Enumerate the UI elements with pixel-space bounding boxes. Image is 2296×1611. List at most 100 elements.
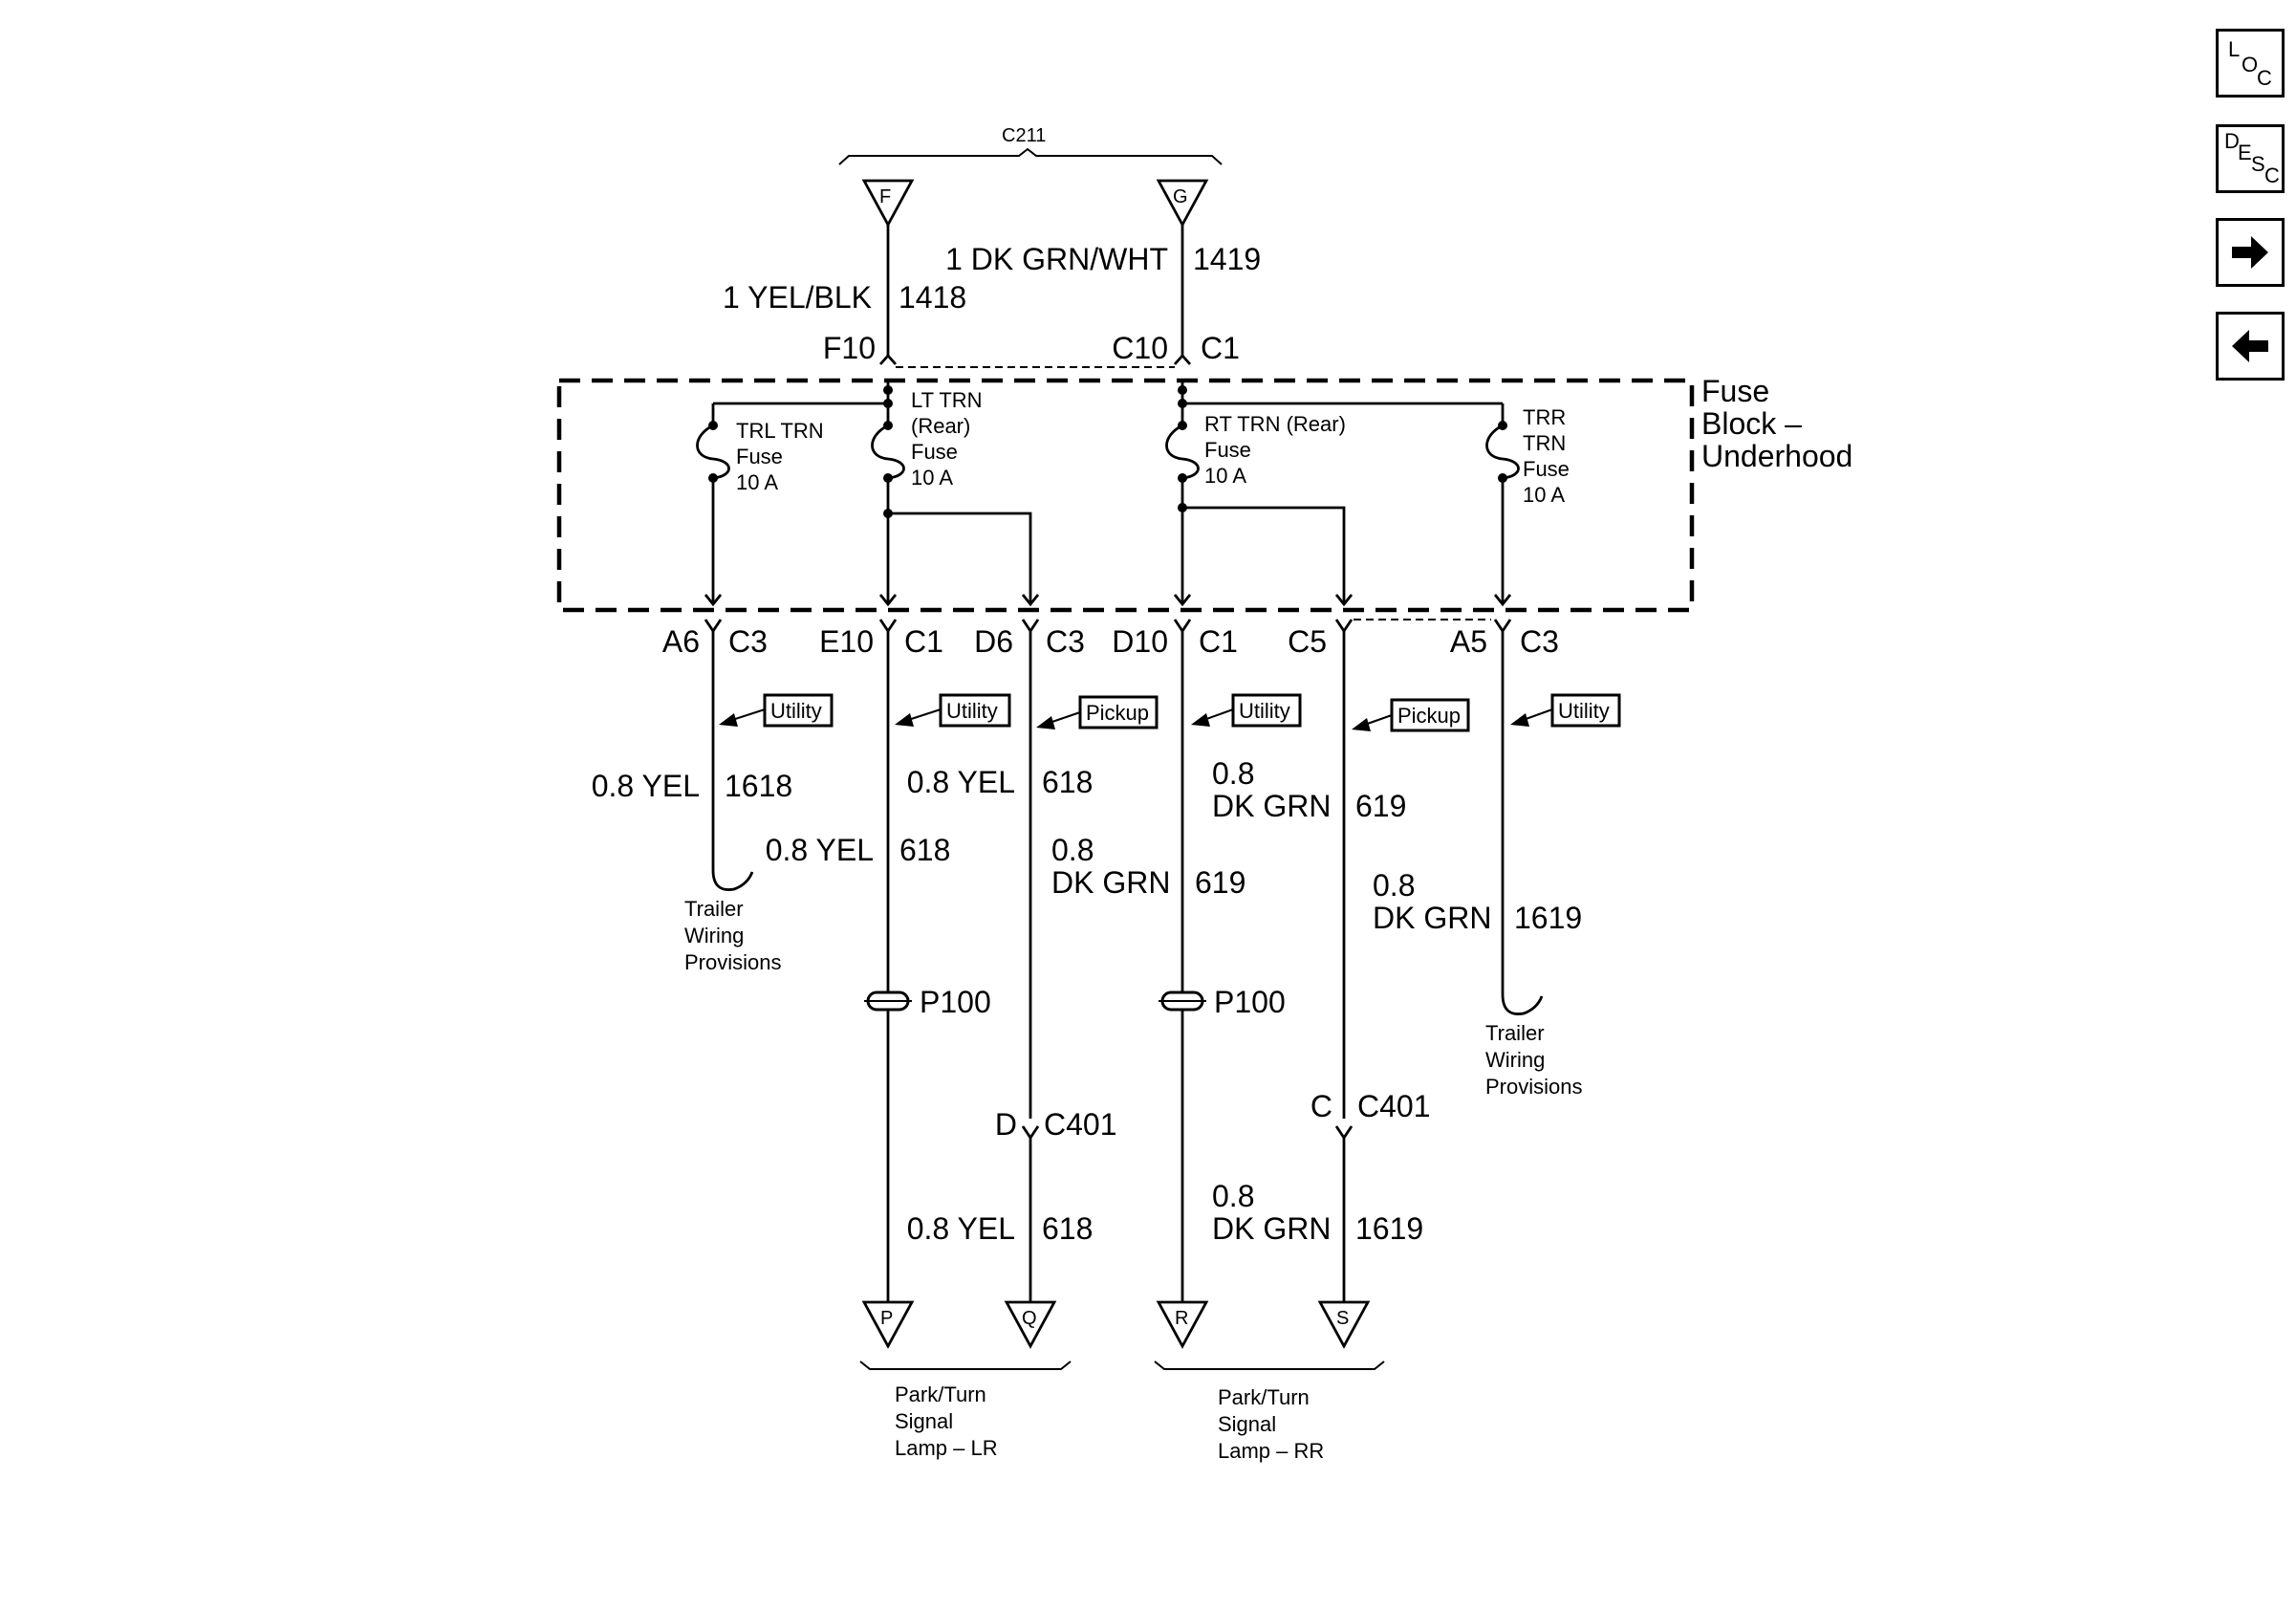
connector-c211-label: C211 — [1002, 125, 1046, 146]
svg-text:LT TRN: LT TRN — [911, 388, 983, 412]
connector-c1-d10: C1 — [1199, 624, 1238, 659]
svg-text:Signal: Signal — [1218, 1412, 1276, 1436]
svg-text:10 A: 10 A — [1204, 464, 1246, 488]
svg-text:DK GRN: DK GRN — [1051, 865, 1170, 900]
svg-text:Trailer: Trailer — [1485, 1021, 1545, 1045]
svg-text:Provisions: Provisions — [1485, 1075, 1582, 1099]
fuse-trr-trn: TRR TRN Fuse 10 A — [1485, 405, 1570, 607]
desc-button[interactable]: D E S C — [2216, 124, 2285, 193]
option-pickup-d6: Pickup — [1036, 695, 1159, 729]
pin-p-triangle — [861, 1300, 915, 1349]
svg-text:Trailer: Trailer — [684, 897, 744, 921]
svg-text:Utility: Utility — [770, 699, 822, 723]
svg-text:Underhood: Underhood — [1701, 439, 1852, 473]
output-c5: C5 Pickup 0.8 DK GRN 1619 C C401 0.8 DK … — [1212, 619, 1582, 1349]
wire-618-circuit-mid: 618 — [899, 833, 950, 867]
wire-618-circuit-lower: 618 — [1042, 1211, 1093, 1246]
connector-c3-a6: C3 — [728, 624, 768, 659]
output-a6: A6 C3 Utility 0.8 YEL 1618 Trailer Wirin… — [592, 619, 834, 974]
output-e10: E10 C1 Utility 0.8 YEL 618 0.8 YEL 618 P… — [766, 619, 1093, 1349]
wire-619-gauge-right: 0.8 — [1212, 756, 1254, 791]
svg-text:DK GRN: DK GRN — [1212, 789, 1331, 823]
svg-text:Park/Turn: Park/Turn — [895, 1382, 986, 1406]
option-utility-a5: Utility — [1510, 693, 1621, 728]
svg-text:Signal: Signal — [895, 1409, 953, 1433]
svg-text:RT TRN (Rear): RT TRN (Rear) — [1204, 412, 1346, 436]
wire-1418-circuit: 1418 — [899, 280, 966, 315]
wire-618-gauge-mid: 0.8 YEL — [766, 833, 874, 867]
cavity-c-c401: C — [1310, 1089, 1332, 1123]
cavity-d10: D10 — [1112, 624, 1168, 659]
wire-1418-gauge: 1 YEL/BLK — [723, 280, 872, 315]
connector-c211: C211 F G — [838, 125, 1223, 228]
pin-q-label: Q — [1022, 1308, 1037, 1329]
wire-1419-circuit: 1419 — [1193, 242, 1261, 276]
wire-619-circuit-left: 619 — [1195, 865, 1245, 900]
svg-text:10 A: 10 A — [1523, 483, 1565, 507]
svg-text:Fuse: Fuse — [736, 445, 783, 468]
wire-619-gauge-left: 0.8 — [1051, 833, 1094, 867]
wire-1618-circuit: 1618 — [725, 769, 792, 803]
pin-p-label: P — [880, 1308, 893, 1329]
svg-text:Fuse: Fuse — [1523, 457, 1570, 481]
cavity-a5: A5 — [1450, 624, 1487, 659]
output-a5: A5 C3 Utility Trailer Wiring Provisions — [1450, 619, 1621, 1099]
svg-text:TRR: TRR — [1523, 405, 1566, 429]
pin-r-triangle — [1156, 1300, 1209, 1349]
connector-c5: C5 — [1288, 624, 1327, 659]
pin-q-triangle — [1004, 1300, 1057, 1349]
connector-c3-d6: C3 — [1046, 624, 1085, 659]
fuse-rt-trn-rear: RT TRN (Rear) Fuse 10 A — [1165, 412, 1354, 607]
splice-p100-left: P100 — [864, 985, 991, 1019]
pin-f-label: F — [879, 186, 891, 207]
svg-text:(Rear): (Rear) — [911, 414, 970, 438]
svg-text:Lamp – LR: Lamp – LR — [895, 1436, 998, 1460]
wire-618-circuit-upper: 618 — [1042, 765, 1093, 799]
splice-p100-right: P100 — [1159, 985, 1286, 1019]
option-utility-e10: Utility — [895, 693, 1011, 728]
svg-text:Fuse: Fuse — [1204, 438, 1251, 462]
arrow-right-icon — [2232, 236, 2268, 269]
wire-1619-circuit-lower: 1619 — [1355, 1211, 1423, 1246]
cavity-e10: E10 — [819, 624, 874, 659]
option-utility-d10: Utility — [1191, 693, 1302, 728]
fuse-block-outline — [556, 378, 1695, 613]
pin-s-triangle — [1317, 1300, 1371, 1349]
connector-c401-right: C401 — [1357, 1089, 1431, 1123]
option-utility-a6: Utility — [719, 693, 834, 728]
svg-text:Lamp – RR: Lamp – RR — [1218, 1439, 1324, 1463]
fuse-lt-trn-rear: LT TRN (Rear) Fuse 10 A — [871, 388, 1040, 607]
connector-c1-top: C1 — [1201, 331, 1240, 365]
output-d10: D10 C1 Utility 0.8 DK GRN 619 P100 R — [1112, 619, 1406, 1349]
svg-text:DK GRN: DK GRN — [1373, 901, 1491, 935]
wire-1619-gauge-lower: 0.8 — [1212, 1179, 1254, 1213]
wire-1619-gauge-upper: 0.8 — [1373, 868, 1415, 903]
loc-button[interactable]: L O C — [2216, 29, 2285, 98]
svg-text:Pickup: Pickup — [1397, 704, 1461, 728]
lamp-rr: Park/Turn Signal Lamp – RR — [1154, 1361, 1385, 1463]
svg-text:Pickup: Pickup — [1086, 701, 1149, 725]
svg-text:Block –: Block – — [1701, 406, 1802, 441]
wire-618-gauge-lower: 0.8 YEL — [907, 1211, 1015, 1246]
output-d6: D6 C3 Pickup 0.8 DK GRN 619 D C401 0.8 Y… — [907, 619, 1245, 1349]
next-button[interactable] — [2216, 218, 2285, 287]
cavity-c10: C10 — [1112, 331, 1168, 365]
svg-text:Utility: Utility — [1239, 699, 1290, 723]
wire-618-gauge-upper: 0.8 YEL — [907, 765, 1015, 799]
svg-text:10 A: 10 A — [736, 470, 778, 494]
pin-g-label: G — [1173, 186, 1188, 207]
svg-text:Wiring: Wiring — [684, 924, 744, 947]
wire-1418: 1 YEL/BLK 1418 F10 — [723, 225, 966, 365]
prev-button[interactable] — [2216, 312, 2285, 381]
svg-text:Fuse: Fuse — [1701, 374, 1769, 408]
wire-1419: 1 DK GRN/WHT 1419 C10 C1 — [945, 225, 1261, 365]
svg-text:Provisions: Provisions — [684, 950, 781, 974]
svg-text:10 A: 10 A — [911, 466, 953, 490]
svg-text:Utility: Utility — [946, 699, 998, 723]
wire-1619-circuit-upper: 1619 — [1514, 901, 1582, 935]
pin-g-triangle — [1156, 179, 1209, 228]
cavity-d-c401: D — [995, 1107, 1017, 1142]
svg-text:Park/Turn: Park/Turn — [1218, 1385, 1310, 1409]
svg-text:TRN: TRN — [1523, 431, 1566, 455]
